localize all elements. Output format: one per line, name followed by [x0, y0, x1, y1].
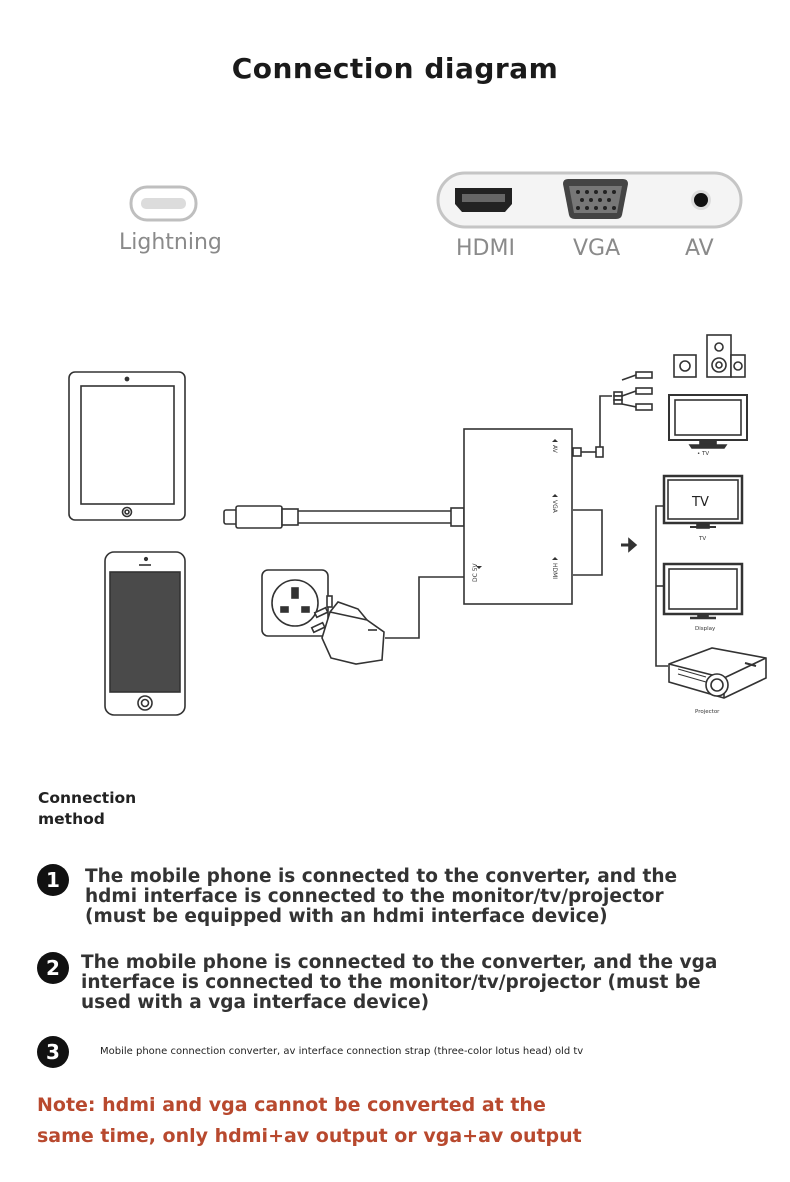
method-heading: Connection method	[38, 789, 137, 828]
old-tv-icon	[668, 394, 748, 449]
page-title: Connection diagram	[231, 52, 559, 85]
lightning-port-icon	[129, 185, 198, 222]
converter-vga-label: VGA	[551, 500, 558, 514]
vga-port-icon	[563, 179, 628, 219]
vga-label: VGA	[573, 236, 621, 261]
wall-socket-icon	[261, 569, 329, 637]
note-text: Note: hdmi and vga cannot be converted a…	[37, 1094, 582, 1147]
hdmi-port-icon	[455, 188, 512, 212]
hdmi-label: HDMI	[456, 236, 515, 261]
step-1-badge: 1	[37, 864, 69, 896]
converter-dc-label: DC 5V	[472, 562, 479, 582]
lightning-label: Lightning	[119, 230, 222, 255]
display-label: Display	[695, 626, 716, 632]
step-2-text: The mobile phone is connected to the con…	[81, 952, 718, 1013]
converter-box-icon	[385, 371, 653, 639]
step-3-badge: 3	[37, 1036, 69, 1068]
converter-av-label: AV	[551, 445, 558, 454]
av-label: AV	[685, 236, 714, 261]
lightning-cable-icon	[223, 505, 465, 529]
connection-diagram: AV VGA HDMI DC 5V TV • TV TV Display Pro…	[68, 334, 767, 716]
step-1-text: The mobile phone is connected to the con…	[85, 866, 678, 927]
output-ports-icon	[436, 171, 743, 229]
projector-icon	[668, 647, 767, 699]
step-2-badge: 2	[37, 952, 69, 984]
tv-label: TV	[698, 536, 706, 542]
phone-icon	[104, 551, 186, 716]
tv-icon	[662, 474, 744, 529]
projector-label: Projector	[695, 709, 720, 715]
av-port-icon	[691, 190, 711, 210]
converter-hdmi-label: HDMI	[551, 563, 558, 579]
display-icon	[662, 562, 744, 620]
speakers-icon	[673, 334, 746, 378]
tv-screen-text: TV	[691, 495, 709, 510]
step-3-text: Mobile phone connection converter, av in…	[100, 1046, 584, 1057]
tablet-icon	[68, 371, 186, 521]
old-tv-label: • TV	[697, 451, 709, 457]
power-adapter-icon	[310, 595, 385, 665]
